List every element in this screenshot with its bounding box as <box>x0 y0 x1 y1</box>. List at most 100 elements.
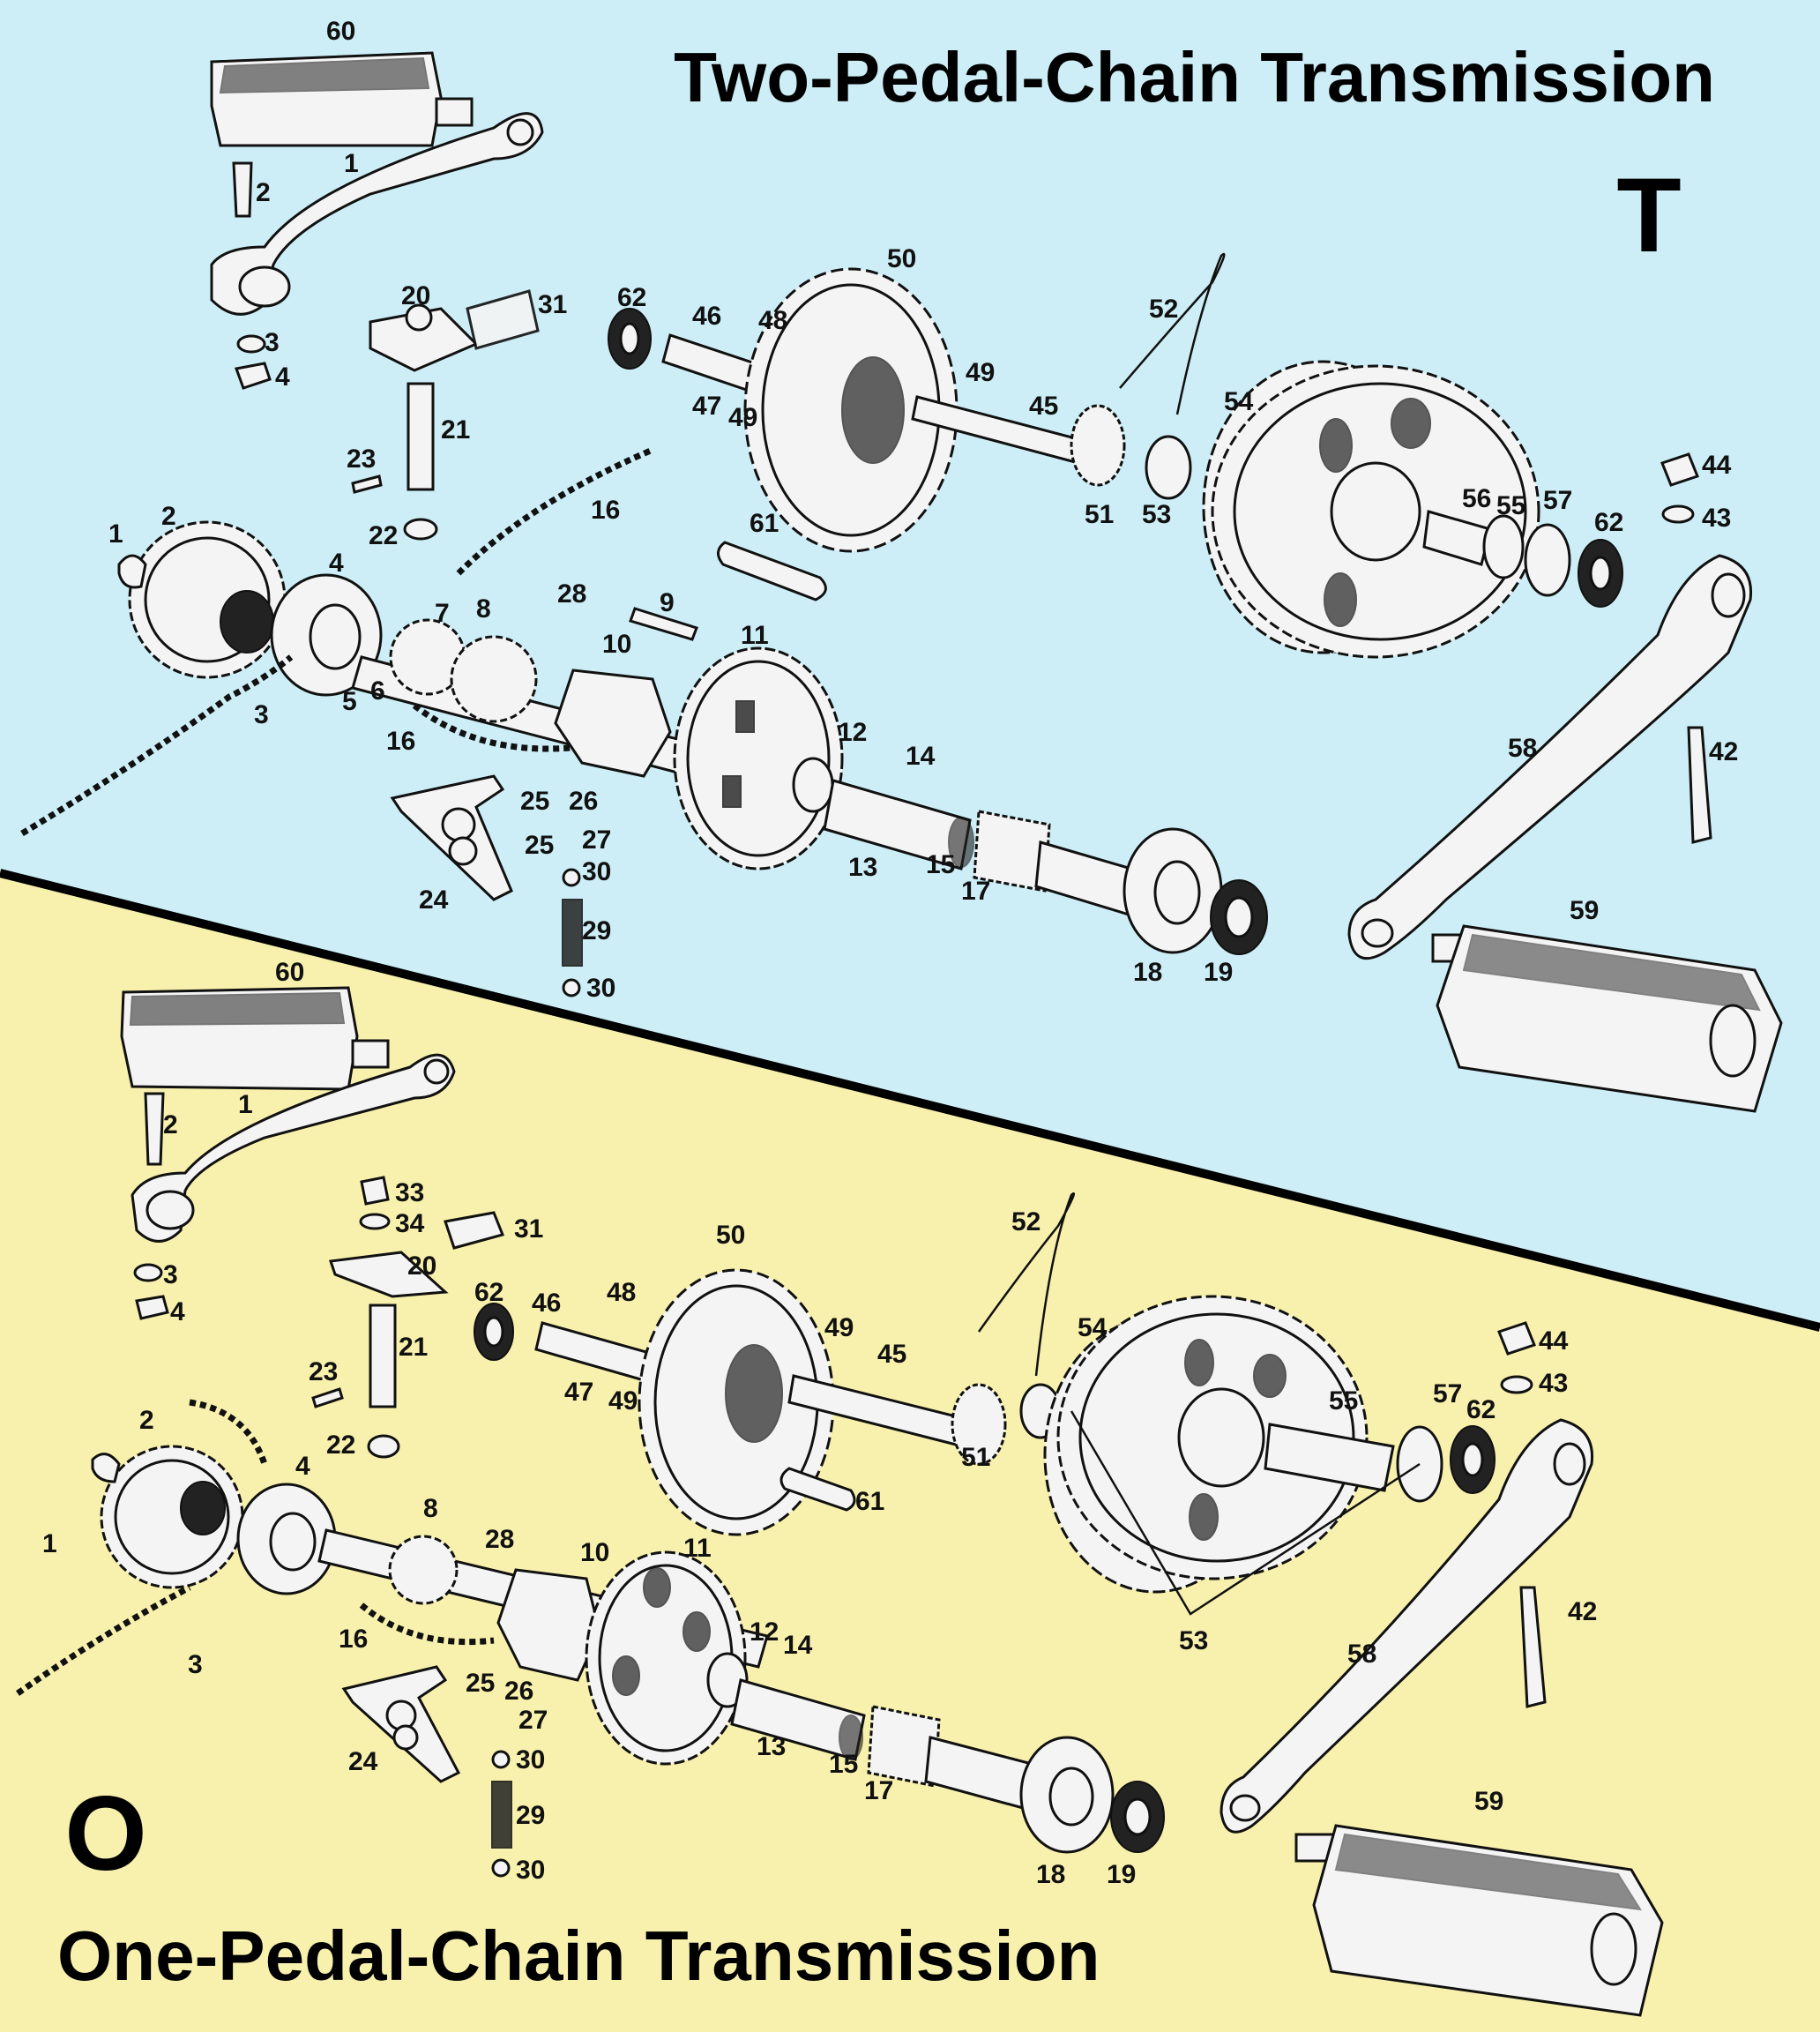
callout-label: 4 <box>329 549 344 578</box>
pedal-icon <box>1431 924 1783 1113</box>
callout-label: 21 <box>399 1333 428 1362</box>
panel-divider <box>0 869 1820 1332</box>
callout-label: 45 <box>877 1340 906 1369</box>
bearing-icon <box>236 1483 337 1595</box>
callout-label: 18 <box>1133 958 1162 987</box>
callout-label: 20 <box>401 281 430 310</box>
callout-label: 19 <box>1204 958 1233 987</box>
callout-label: 28 <box>557 579 586 609</box>
callout-label: 16 <box>339 1625 368 1654</box>
callout-label: 8 <box>476 594 491 624</box>
callout-label: 12 <box>838 718 867 747</box>
gear-icon <box>673 646 844 870</box>
callout-label: 16 <box>386 727 415 756</box>
callout-label: 7 <box>435 599 450 628</box>
callout-label: 3 <box>265 328 280 357</box>
top-panel-title: Two-Pedal-Chain Transmission <box>674 38 1715 116</box>
crank-arm-icon <box>210 112 544 316</box>
callout-label: 29 <box>516 1801 545 1830</box>
callout-label: 28 <box>485 1525 514 1554</box>
callout-label: 47 <box>692 392 721 421</box>
callout-label: 62 <box>617 283 646 312</box>
callout-label: 13 <box>757 1732 786 1761</box>
callout-label: 26 <box>569 787 598 816</box>
callout-label: 11 <box>741 621 769 650</box>
callout-label: 25 <box>525 831 554 860</box>
callout-label: 30 <box>516 1745 545 1774</box>
callout-label: 5 <box>342 687 357 716</box>
callout-label: 14 <box>783 1631 813 1660</box>
callout-label: 12 <box>750 1617 779 1647</box>
callout-label: 51 <box>1085 500 1114 529</box>
callout-label: 4 <box>295 1452 310 1481</box>
bottom-assembly <box>15 986 1664 2017</box>
bottom-panel-background <box>0 873 1820 2032</box>
callout-label: 14 <box>906 742 936 771</box>
top-callouts: 60 1 2 3 4 20 31 21 23 22 16 62 46 48 50… <box>108 17 1738 1003</box>
callout-label: 33 <box>395 1178 424 1207</box>
callout-label: 3 <box>254 700 269 729</box>
callout-label: 62 <box>1594 508 1623 537</box>
callout-label: 2 <box>256 178 271 207</box>
callout-label: 42 <box>1709 737 1738 766</box>
callout-label: 23 <box>347 444 376 474</box>
callout-label: 30 <box>582 857 611 886</box>
callout-label: 47 <box>564 1378 593 1407</box>
callout-label: 2 <box>161 502 176 531</box>
top-panel-letter: T <box>1616 156 1681 274</box>
callout-label: 4 <box>275 362 290 392</box>
gear-icon <box>585 1550 747 1766</box>
callout-label: 27 <box>518 1706 548 1735</box>
callout-label: 52 <box>1011 1207 1041 1236</box>
callout-label: 21 <box>441 415 470 444</box>
callout-label: 25 <box>520 787 549 816</box>
callout-label: 62 <box>1466 1395 1496 1424</box>
callout-label: 11 <box>683 1534 712 1563</box>
crank-arm-icon <box>1347 554 1753 960</box>
sprocket-icon <box>638 1268 835 1536</box>
callout-label: 4 <box>170 1297 185 1326</box>
callout-label: 3 <box>188 1650 203 1679</box>
callout-label: 22 <box>369 521 398 550</box>
callout-label: 1 <box>42 1529 57 1558</box>
callout-label: 43 <box>1539 1369 1568 1398</box>
crank-arm-icon <box>131 1053 456 1243</box>
callout-label: 49 <box>728 403 757 432</box>
callout-label: 26 <box>504 1677 533 1706</box>
callout-label: 56 <box>1462 484 1491 513</box>
callout-label: 10 <box>602 630 631 659</box>
callout-label: 55 <box>1329 1386 1358 1416</box>
callout-label: 17 <box>961 877 990 906</box>
callout-label: 49 <box>824 1313 854 1342</box>
callout-label: 18 <box>1036 1860 1065 1889</box>
callout-label: 10 <box>580 1538 609 1567</box>
pedal-icon <box>210 51 474 147</box>
callout-label: 13 <box>848 853 877 882</box>
callout-label: 61 <box>855 1487 884 1516</box>
pedal-icon <box>120 986 390 1091</box>
callout-label: 22 <box>326 1431 355 1460</box>
callout-label: 46 <box>692 302 721 331</box>
callout-label: 62 <box>474 1278 503 1307</box>
callout-label: 1 <box>344 149 359 178</box>
callout-label: 52 <box>1149 295 1178 324</box>
callout-label: 60 <box>275 958 304 987</box>
callout-label: 44 <box>1539 1326 1569 1356</box>
callout-label: 34 <box>395 1209 425 1238</box>
crank-arm-icon <box>1220 1418 1594 1834</box>
callout-label: 23 <box>309 1357 338 1386</box>
sprocket-icon <box>743 267 958 553</box>
callout-label: 15 <box>926 850 955 879</box>
callout-label: 31 <box>514 1214 543 1244</box>
callout-label: 48 <box>607 1278 636 1307</box>
callout-label: 55 <box>1496 491 1525 520</box>
callout-label: 51 <box>961 1443 990 1472</box>
callout-label: 8 <box>423 1494 438 1523</box>
bottom-panel-title: One-Pedal-Chain Transmission <box>57 1916 1100 1995</box>
callout-label: 31 <box>538 290 567 319</box>
callout-label: 16 <box>591 496 620 525</box>
top-assembly <box>20 51 1783 1113</box>
callout-label: 24 <box>348 1747 378 1776</box>
bottom-panel-letter: O <box>64 1774 146 1893</box>
callout-label: 57 <box>1543 486 1572 515</box>
